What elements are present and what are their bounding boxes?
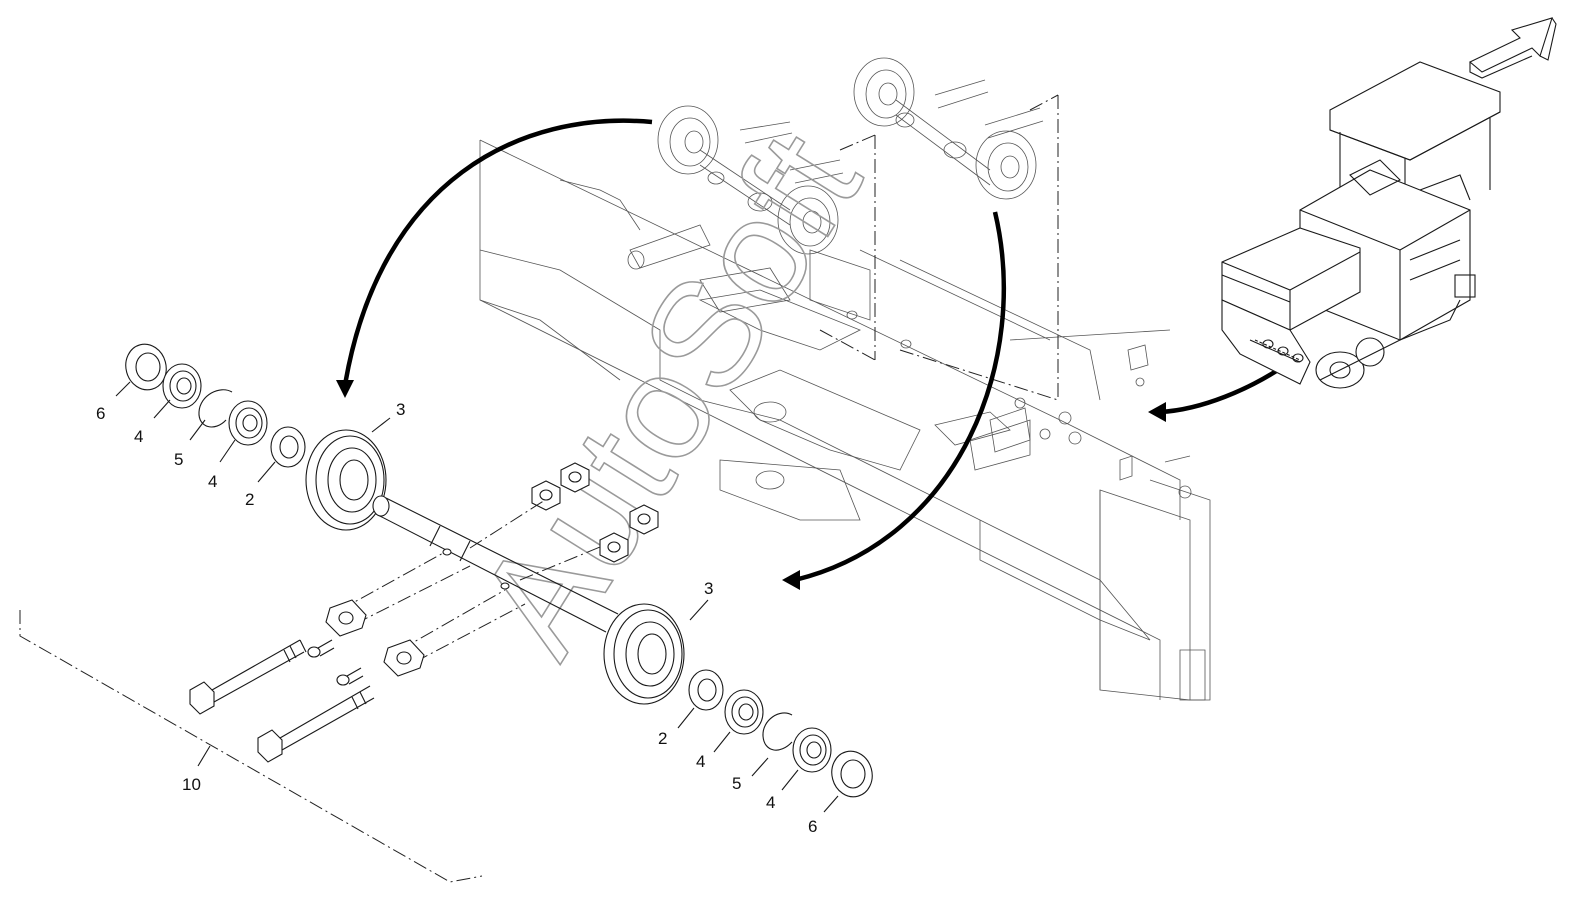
callout-5: 5 [174, 450, 183, 469]
screed-frame [479, 139, 1211, 701]
callout-5: 5 [732, 774, 741, 793]
upper-projection-lines [819, 94, 1059, 401]
callout-4: 4 [134, 427, 143, 446]
long-bolts [189, 639, 375, 763]
spacer-2-right [688, 669, 724, 711]
bearing-4-right-a [724, 689, 764, 735]
axle-shaft [372, 495, 619, 633]
view-direction-arrow-icon [1468, 17, 1557, 79]
callout-3: 3 [396, 400, 405, 419]
callout-4: 4 [208, 472, 217, 491]
seal-ring-6-left [125, 343, 167, 391]
roller-3-right [603, 603, 685, 705]
callout-6: 6 [808, 817, 817, 836]
watermark-text: AutoSoft [445, 105, 892, 682]
upper-roller-assembly-left [627, 105, 844, 270]
left-bearing-group: 6 4 5 4 2 3 [96, 343, 405, 531]
seal-ring-6-right [831, 750, 873, 798]
spacer-2-left [270, 426, 306, 468]
washers-and-clips [325, 599, 425, 677]
snap-ring-5-left [198, 389, 233, 428]
right-fasteners [846, 310, 1192, 499]
upper-roller-assembly-right [853, 57, 1044, 200]
callout-2: 2 [658, 729, 667, 748]
watermark: AutoSoft [444, 104, 893, 683]
bearing-4-left-a [162, 363, 202, 409]
callout-10: 10 [182, 775, 201, 794]
bearing-4-left-b [228, 400, 268, 446]
callout-6: 6 [96, 404, 105, 423]
callout-2: 2 [245, 490, 254, 509]
set-screws [307, 639, 364, 686]
right-bearing-group: 3 2 4 5 4 6 [603, 579, 873, 836]
roller-3-left [305, 429, 387, 531]
callout-3: 3 [704, 579, 713, 598]
lower-projection-lines [339, 499, 601, 663]
hex-nuts [531, 462, 659, 563]
snap-ring-5-right [762, 712, 793, 751]
center-bracket [698, 267, 1031, 521]
paver-machine-icon [1221, 61, 1501, 389]
assembly-boundary: 10 [19, 610, 483, 883]
callout-4: 4 [766, 793, 775, 812]
bearing-4-right-b [792, 727, 832, 773]
callout-4: 4 [696, 752, 705, 771]
